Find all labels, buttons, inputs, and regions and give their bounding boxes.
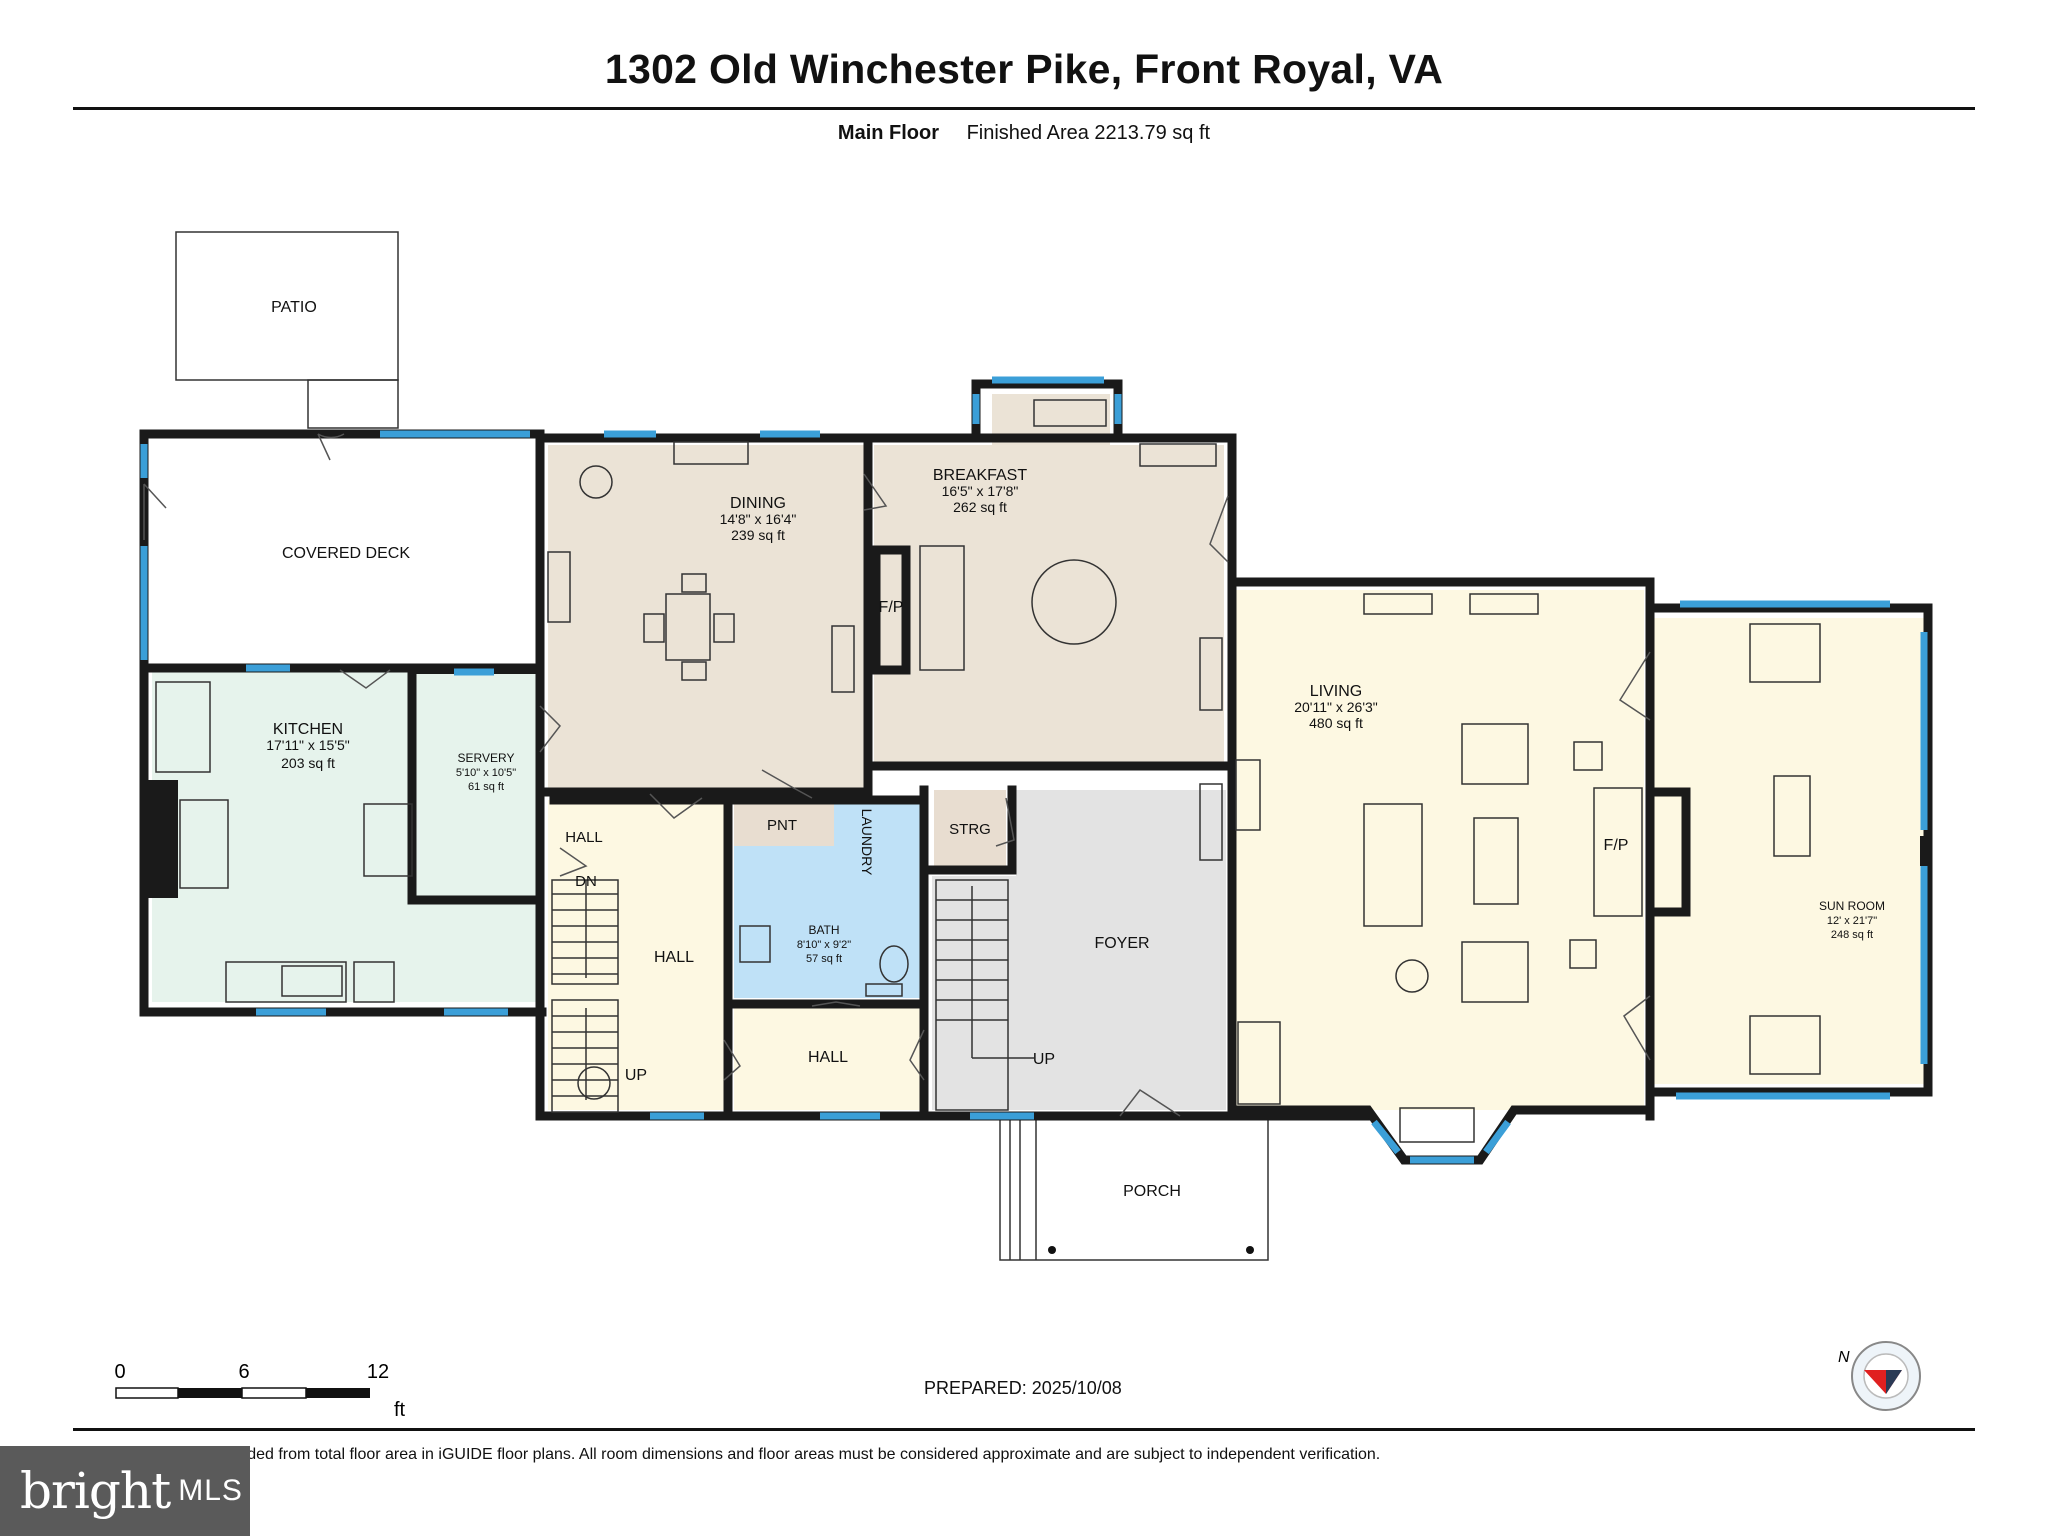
dining-area: 239 sq ft [731, 527, 785, 543]
breakfast-label: BREAKFAST [933, 467, 1027, 484]
kitchen-label: KITCHEN [273, 721, 343, 738]
prepared-date: PREPARED: 2025/10/08 [924, 1378, 1122, 1398]
bath-label: BATH [808, 923, 839, 937]
room-fills [152, 394, 1924, 1110]
dn-label: DN [575, 873, 597, 890]
strg-fill [934, 790, 1006, 866]
windows [140, 376, 1928, 1164]
hall-lower-label: HALL [808, 1049, 848, 1066]
stairs [551, 879, 1034, 1113]
kitchen-area: 203 sq ft [281, 755, 335, 771]
fp-breakfast-label: F/P [879, 599, 904, 616]
patio-label: PATIO [271, 299, 317, 316]
servery-area: 61 sq ft [468, 781, 504, 793]
compass-icon: N [1830, 1334, 1930, 1414]
scale-tick-12: 12 [367, 1361, 389, 1383]
bright-mls-logo: bright MLS [0, 1446, 250, 1536]
title-rule [73, 107, 1975, 110]
foyer-fill [1016, 790, 1226, 1110]
compass-label: N [1838, 1349, 1850, 1366]
stair-fill [932, 876, 1016, 1110]
disclaimer: White regions are excluded from total fl… [80, 1446, 1381, 1463]
hall-small-label: HALL [565, 829, 603, 846]
breakfast-dims: 16'5" x 17'8" [942, 483, 1019, 499]
patio-outline [175, 231, 399, 381]
bath-dims: 8'10" x 9'2" [797, 939, 851, 951]
sunroom-area: 248 sq ft [1831, 929, 1873, 941]
sunroom-dims: 12' x 21'7" [1827, 915, 1877, 927]
living-dims: 20'11" x 26'3" [1294, 699, 1378, 715]
hall-center-label: HALL [654, 949, 694, 966]
breakfast-area: 262 sq ft [953, 499, 1007, 515]
plan-title: 1302 Old Winchester Pike, Front Royal, V… [604, 46, 1444, 92]
covered-deck-label: COVERED DECK [282, 545, 410, 562]
fp-living-label: F/P [1604, 837, 1629, 854]
kitchen-dims: 17'11" x 15'5" [266, 737, 350, 753]
bath-area: 57 sq ft [806, 953, 842, 965]
porch-label: PORCH [1123, 1183, 1181, 1200]
footer-rule [73, 1428, 1975, 1431]
pnt-label: PNT [767, 817, 797, 834]
dining-fill [548, 445, 864, 792]
floor-info: Main Floor Finished Area 2213.79 sq ft [0, 122, 2048, 145]
floor-name: Main Floor [837, 122, 940, 144]
foyer-label: FOYER [1094, 935, 1149, 952]
up-left-label: UP [625, 1067, 647, 1084]
room-labels: PATIO COVERED DECK DINING 14'8" x 16'4" … [266, 299, 1885, 1200]
strg-label: STRG [949, 821, 991, 838]
scale-tick-6: 6 [238, 1361, 249, 1383]
living-area: 480 sq ft [1309, 715, 1363, 731]
furniture [155, 399, 1821, 1143]
living-fill [1234, 590, 1644, 1110]
servery-label: SERVERY [458, 751, 515, 765]
lower-hall-fill [734, 1008, 920, 1110]
logo-suffix: MLS [178, 1474, 243, 1507]
kitchen-fill [152, 672, 542, 1002]
scale-bar: 0 6 12 ft [110, 1358, 430, 1428]
sunroom-label: SUN ROOM [1819, 899, 1885, 913]
living-label: LIVING [1310, 683, 1362, 700]
finished-area: Finished Area 2213.79 sq ft [966, 122, 1211, 144]
breakfast-fill [874, 445, 1224, 765]
scale-tick-0: 0 [114, 1361, 125, 1383]
doors [143, 433, 1651, 1117]
kitchen-dark-counter [144, 780, 178, 898]
servery-dims: 5'10" x 10'5" [456, 767, 516, 779]
pnt-fill [734, 802, 834, 846]
dining-dims: 14'8" x 16'4" [720, 511, 797, 527]
scale-unit: ft [394, 1399, 406, 1421]
patio-step [307, 379, 399, 429]
dining-label: DINING [730, 495, 786, 512]
up-foyer-label: UP [1033, 1051, 1055, 1068]
logo-brand: bright [20, 1462, 171, 1520]
hall-fill [548, 800, 728, 1110]
laundry-label: LAUNDRY [859, 809, 875, 876]
sunroom-fill [1654, 618, 1924, 1084]
